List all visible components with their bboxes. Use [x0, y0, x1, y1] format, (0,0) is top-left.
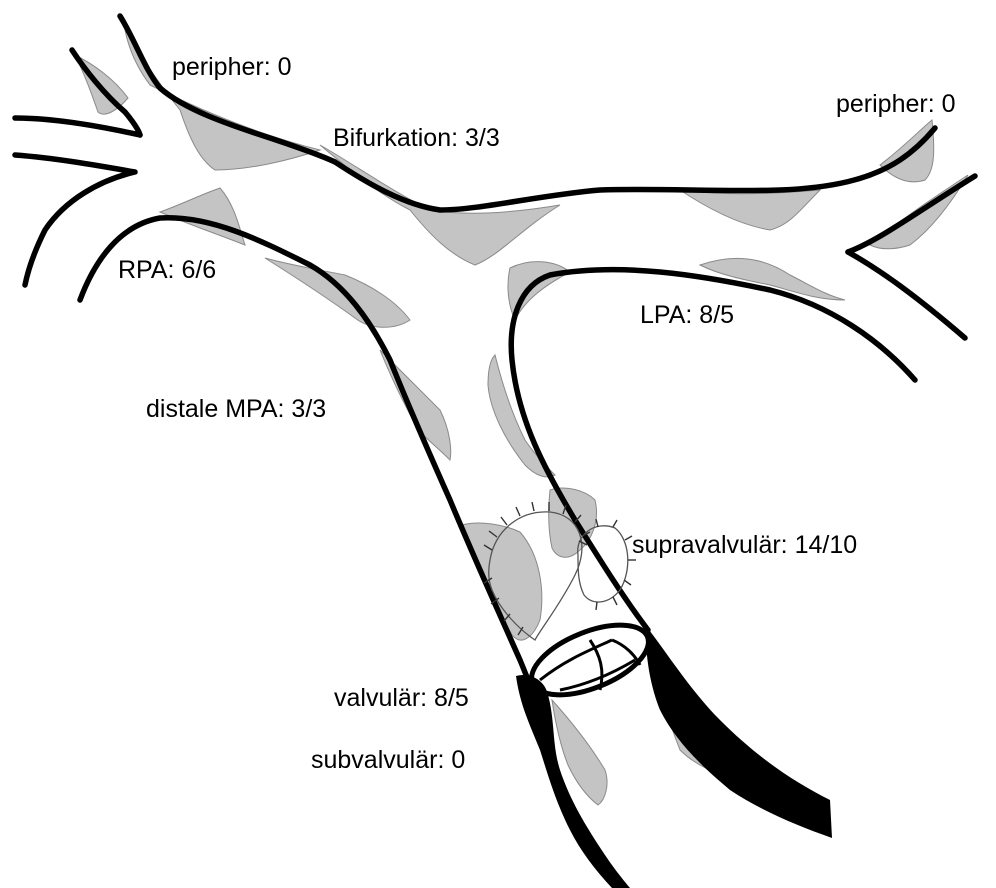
wall-rpa-periph-stub-2	[15, 155, 135, 285]
wall-rpa-periph-stub-1	[15, 118, 140, 135]
rvot-left-wall	[516, 675, 630, 888]
shade-bifurkation	[320, 145, 560, 265]
shade-left-periph-upper	[880, 120, 934, 182]
label-valvular: valvulär: 8/5	[334, 686, 469, 711]
shade-right-upper-wall	[125, 30, 320, 170]
label-peripher-right-lung: peripher: 0	[172, 55, 292, 80]
label-peripher-left-lung: peripher: 0	[836, 92, 956, 117]
label-subvalvular: subvalvulär: 0	[311, 748, 465, 773]
label-lpa: LPA: 8/5	[640, 303, 734, 328]
label-distale-mpa: distale MPA: 3/3	[146, 397, 326, 422]
wall-lpa-periph-lower	[848, 252, 965, 338]
label-bifurkation: Bifurkation: 3/3	[333, 126, 500, 151]
shade-left-upper-wall	[680, 190, 820, 230]
wall-rpa-lower	[80, 218, 530, 685]
rvot-right-wall	[646, 626, 832, 838]
label-rpa: RPA: 6/6	[118, 258, 216, 283]
label-supravalvular: supravalvulär: 14/10	[632, 533, 857, 558]
shade-rpa-wall	[265, 258, 410, 327]
